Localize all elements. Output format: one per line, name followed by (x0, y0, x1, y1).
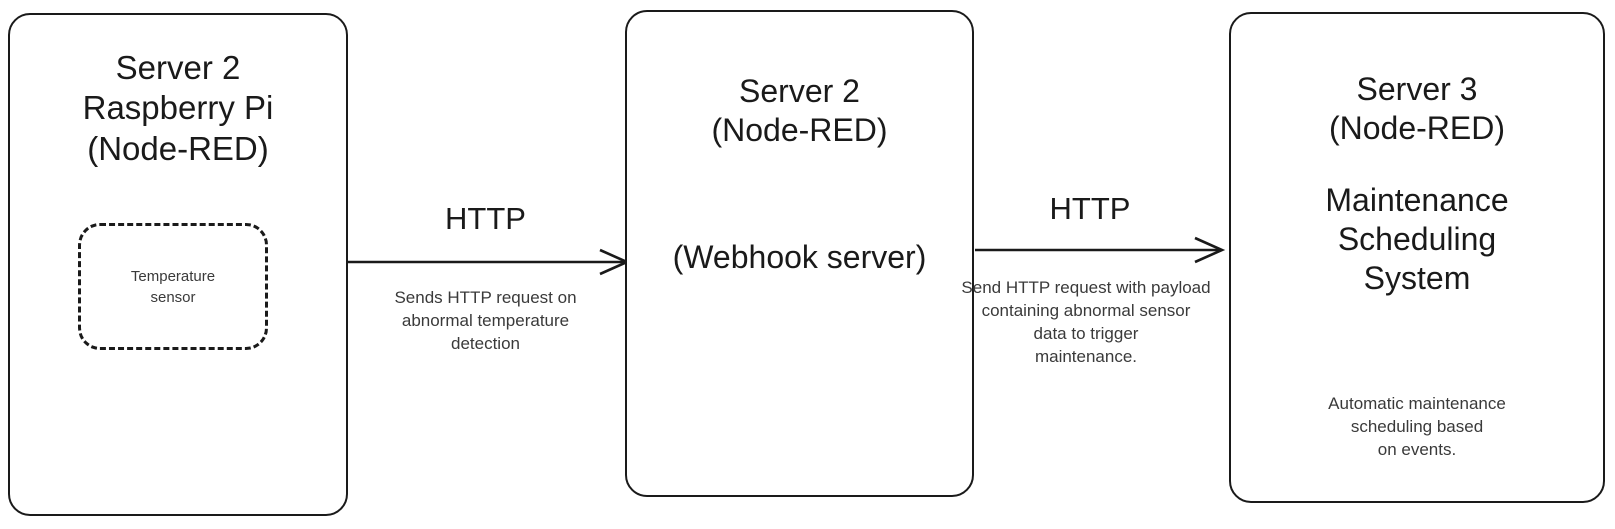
node-server3-maintenance[interactable] (1229, 12, 1605, 503)
node-temperature-sensor-label: Temperature sensor (130, 267, 216, 306)
node-server3-maintenance-subtitle: Maintenance Scheduling System (1325, 182, 1509, 297)
edge-pi-to-webhook-description: Sends HTTP request on abnormal temperatu… (394, 288, 577, 353)
node-server2-webhook-subtitle: (Webhook server) (672, 239, 927, 275)
node-server2-raspberry-pi-title: Server 2 Raspberry Pi (Node-RED) (82, 49, 274, 167)
node-server2-webhook[interactable] (625, 10, 974, 497)
edge-webhook-to-maintenance-label: HTTP (1049, 191, 1131, 226)
edge-pi-to-webhook-label: HTTP (445, 201, 526, 236)
node-server2-webhook-title: Server 2 (Node-RED) (711, 73, 888, 149)
node-temperature-sensor[interactable]: Temperature sensor (78, 223, 268, 350)
node-server3-maintenance-title: Server 3 (Node-RED) (1328, 71, 1506, 147)
edge-webhook-to-maintenance-description: Send HTTP request with payload containin… (961, 278, 1211, 366)
node-server3-maintenance-caption: Automatic maintenance scheduling based o… (1328, 394, 1506, 459)
